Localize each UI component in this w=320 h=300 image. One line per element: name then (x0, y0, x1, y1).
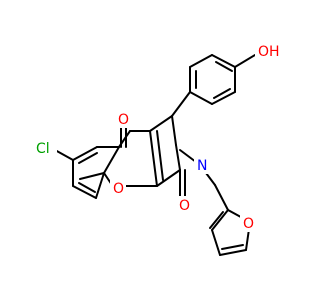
lactam-oxygen-label: O (179, 198, 190, 214)
structure-canvas: OH O Cl O N O O (33, 42, 281, 256)
molecule-drawing: OH O Cl O N O O (33, 42, 281, 256)
furan-oxygen-label: O (243, 216, 254, 232)
ketone-oxygen-label: O (118, 112, 129, 128)
bond-lines (54, 54, 256, 256)
hydroxyl-label: OH (258, 44, 280, 60)
atom-labels: OH O Cl O N O O (33, 42, 281, 232)
chlorine-label: Cl (36, 141, 50, 157)
lactam-nitrogen-label: N (197, 158, 207, 174)
ring-oxygen-label: O (113, 181, 124, 197)
